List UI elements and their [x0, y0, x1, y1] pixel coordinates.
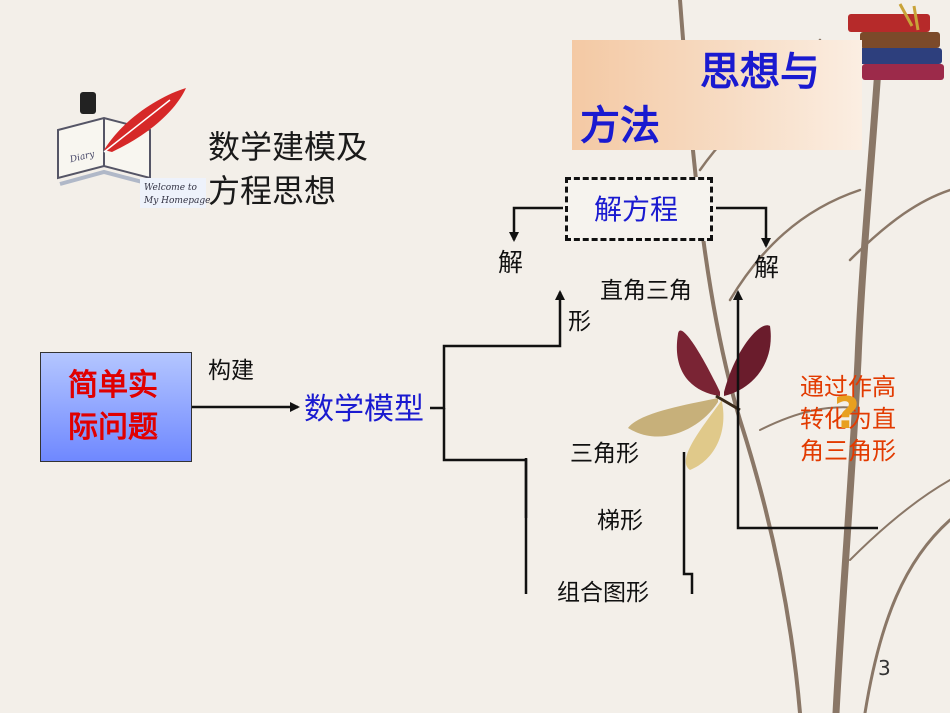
combined-figure-label: 组合图形: [557, 580, 649, 606]
math-model-label: 数学模型: [304, 392, 424, 427]
solve-right-label: 解: [754, 253, 780, 282]
trapezoid-bracket: [682, 452, 694, 594]
question-mark-icon: ?: [834, 388, 860, 439]
trapezoid-label: 梯形: [597, 508, 643, 534]
heading-banner: [572, 40, 862, 150]
butterfly-icon: [628, 325, 771, 470]
branch-main: [832, 36, 884, 713]
page-title-line2: 方程思想: [208, 172, 337, 210]
branch-twig-1: [728, 188, 862, 302]
homepage-text: My Homepage: [143, 196, 211, 206]
branch-twig-4: [759, 406, 859, 431]
books-icon: [848, 3, 944, 80]
branch-twig-5: [849, 479, 950, 561]
right-triangle-line2: 形: [568, 309, 591, 335]
solve-left-label: 解: [498, 248, 524, 277]
simple-problem-box: [40, 352, 192, 462]
simple-problem-line1: 简单实: [68, 368, 158, 403]
branch-lower: [863, 518, 950, 713]
height-note-line3: 角三角形: [800, 437, 896, 465]
triangle-label: 三角形: [570, 441, 639, 467]
arrow-solve-right: [716, 206, 771, 248]
simple-problem-line2: 际问题: [68, 410, 158, 445]
solve-equation-label: 解方程: [594, 193, 679, 226]
arrow-solve-left: [509, 206, 563, 242]
model-bracket: [430, 290, 565, 410]
model-bracket-lower: [442, 408, 528, 518]
height-note-line2: 转化为直: [800, 405, 896, 433]
construct-label: 构建: [208, 358, 254, 384]
branch-twig-3: [848, 188, 950, 262]
right-triangle-line1: 直角三角: [600, 278, 692, 304]
heading-line1: 思想与: [700, 49, 820, 95]
quill-book-icon: Diary Welcome to My Homepage: [57, 88, 211, 208]
height-bracket: [733, 290, 878, 530]
solve-equation-box: [565, 177, 713, 241]
height-note-line1: 通过作高: [800, 373, 896, 401]
page-number: 3: [878, 656, 891, 680]
heading-line2: 方法: [580, 103, 660, 149]
welcome-text: Welcome to: [144, 183, 198, 193]
page-title-line1: 数学建模及: [208, 128, 369, 166]
